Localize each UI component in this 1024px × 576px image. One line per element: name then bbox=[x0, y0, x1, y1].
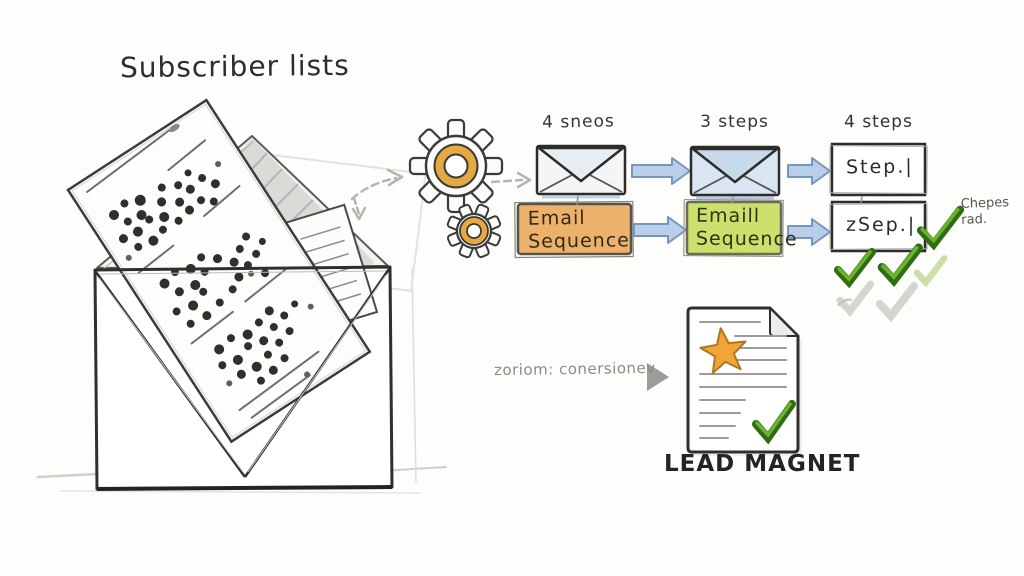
side-note: Chepes rad. bbox=[960, 195, 1009, 229]
side-note-line2: rad. bbox=[961, 211, 988, 228]
connector-ticks bbox=[576, 194, 863, 206]
step-box-1 bbox=[829, 142, 928, 197]
email-sequence-box-1 bbox=[514, 200, 634, 259]
flow-arrow-icon bbox=[787, 218, 831, 246]
open-envelope-icon bbox=[66, 98, 394, 491]
step-box-2 bbox=[829, 200, 928, 253]
lead-magnet-label: LEAD MAGNET bbox=[664, 451, 861, 477]
dotted-list-sheet-icon bbox=[66, 98, 372, 444]
email-sequence-2-line1: Emaill bbox=[696, 204, 761, 228]
envelope-front-lines bbox=[93, 265, 394, 491]
document-lines bbox=[699, 321, 787, 439]
subscriber-dots bbox=[109, 169, 299, 385]
step-box-1-label: Step.| bbox=[845, 155, 914, 179]
page-title: Subscriber lists bbox=[119, 48, 350, 85]
check-icon bbox=[877, 243, 924, 287]
triangle-pointer-icon bbox=[647, 363, 669, 391]
email-sequence-1-label: Email Sequence bbox=[528, 206, 630, 253]
gear-icon bbox=[408, 118, 504, 214]
document-icon bbox=[686, 298, 853, 456]
stage-label-3: 4 steps bbox=[843, 111, 914, 133]
stage-label-2: 3 steps bbox=[700, 112, 769, 132]
email-sequence-2-line2: Sequence bbox=[695, 227, 798, 251]
flow-arrow-icon bbox=[633, 216, 687, 244]
star-icon bbox=[699, 327, 747, 375]
check-icon bbox=[752, 400, 796, 445]
dashed-arrow-icon bbox=[350, 168, 532, 221]
email-sequence-2-label: Emaill Sequence bbox=[696, 205, 798, 252]
check-icon-faded bbox=[913, 255, 948, 288]
flow-arrow-icon bbox=[631, 157, 691, 185]
email-sequence-box-2 bbox=[683, 198, 784, 258]
annotation-text: zoriom: conersionev bbox=[493, 358, 656, 380]
check-icon-faded bbox=[876, 282, 918, 323]
email-sequence-1-line1: Email bbox=[527, 206, 586, 230]
check-icon-faded bbox=[836, 280, 875, 317]
check-icon bbox=[916, 205, 965, 251]
check-icon bbox=[834, 248, 876, 289]
flow-arrow-icon bbox=[787, 157, 831, 185]
side-note-line1: Chepes bbox=[960, 195, 1010, 212]
envelope-icon bbox=[689, 145, 781, 200]
stage-label-1: 4 sneos bbox=[542, 111, 615, 133]
gear-icon-small bbox=[446, 203, 502, 259]
envelope-icon bbox=[535, 144, 627, 199]
step-box-2-label: zSep.| bbox=[845, 213, 917, 237]
email-sequence-1-line2: Sequence bbox=[528, 229, 631, 253]
